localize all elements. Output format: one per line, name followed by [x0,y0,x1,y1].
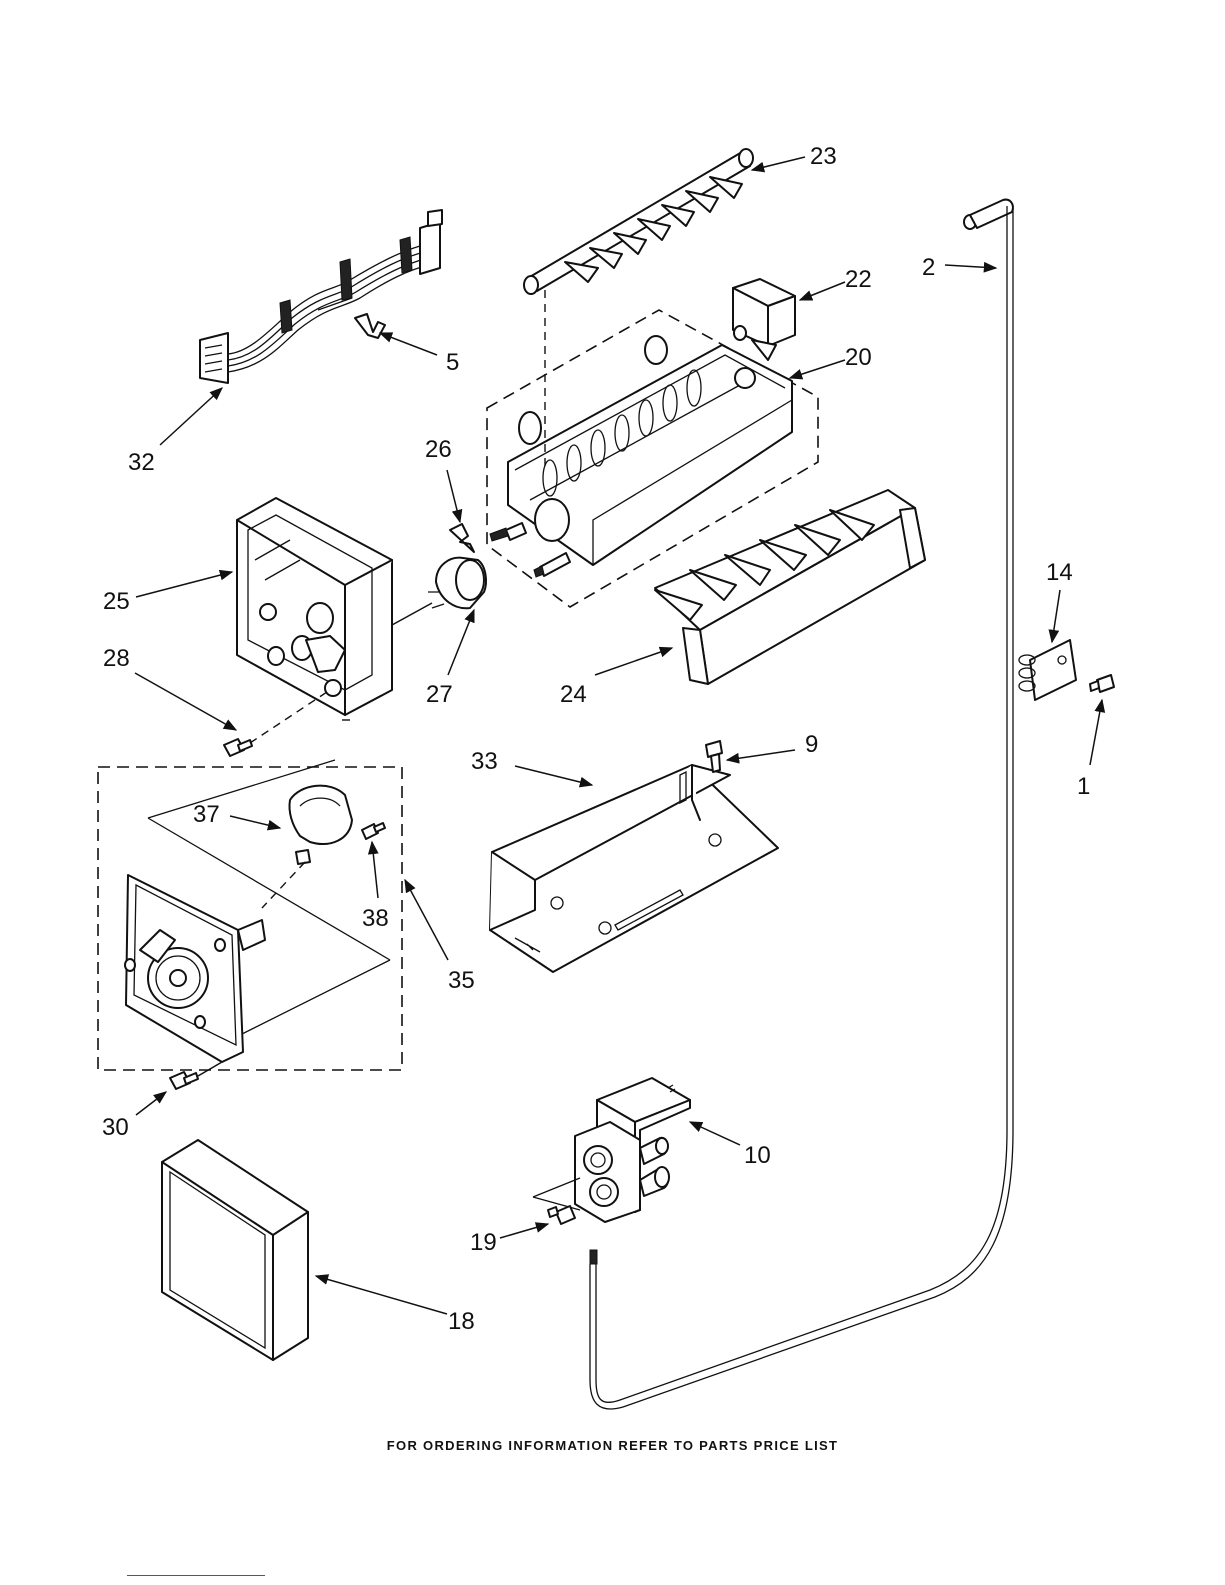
callout-33: 33 [471,748,498,775]
callout-2: 2 [922,254,935,281]
screw-1-part [1090,675,1114,692]
spring-clip-part [450,524,474,552]
module-housing-part [237,498,392,715]
shield-bracket-part [490,765,778,972]
screw-19-part [548,1206,575,1224]
cover-part [162,1140,308,1360]
callout-37: 37 [193,801,220,828]
callout-5: 5 [446,349,459,376]
callout-35: 35 [448,967,475,994]
page-link-underline[interactable] [127,1575,265,1577]
motor-assembly-part [98,760,402,1070]
screw-9-part [706,741,722,772]
callout-10: 10 [744,1142,771,1169]
screw-28-part [224,739,252,756]
wire-harness-part [200,210,442,383]
callout-1: 1 [1077,773,1090,800]
callout-18: 18 [448,1308,475,1335]
ejector-blade-part [524,149,753,294]
screw-38-part [362,823,385,839]
callout-26: 26 [425,436,452,463]
screw-30-part [170,1072,198,1089]
callout-19: 19 [470,1229,497,1256]
ordering-note: FOR ORDERING INFORMATION REFER TO PARTS … [0,1438,1225,1453]
callout-32: 32 [128,449,155,476]
callout-23: 23 [810,143,837,170]
ice-stripper-part [655,490,925,684]
callout-25: 25 [103,588,130,615]
callout-20: 20 [845,344,872,371]
callout-38: 38 [362,905,389,932]
callout-14: 14 [1046,559,1073,586]
water-valve-part [533,1078,690,1222]
callout-9: 9 [805,731,818,758]
callout-22: 22 [845,266,872,293]
callout-27: 27 [426,681,453,708]
callout-30: 30 [102,1114,129,1141]
callout-28: 28 [103,645,130,672]
clip-part [355,314,385,338]
fill-cup-part [733,279,795,360]
tube-bracket-part [1019,640,1076,700]
motor-part [262,786,352,908]
callout-24: 24 [560,681,587,708]
